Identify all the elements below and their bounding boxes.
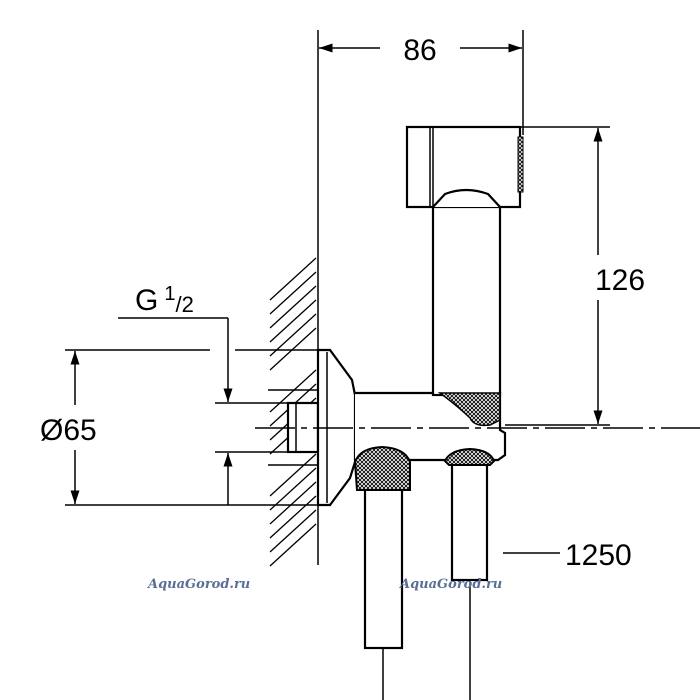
hatch-line — [269, 369, 317, 413]
hose-length-label: 1250 — [565, 539, 632, 572]
hatch-line — [269, 467, 317, 511]
dimension-height: 126 — [505, 126, 645, 426]
hatch-line — [269, 495, 317, 539]
watermark: AquaGorod.ru — [398, 577, 502, 592]
wall-hatching — [268, 30, 319, 567]
hatch-line — [269, 327, 317, 371]
hatch-line — [269, 257, 317, 301]
hand-shower — [405, 125, 524, 427]
hatch-line — [269, 271, 317, 315]
hatch-line — [269, 313, 317, 357]
hatch-line — [269, 481, 317, 525]
width-label: 86 — [403, 34, 436, 67]
hatch-line — [269, 509, 317, 553]
dimension-diameter: Ø65 — [40, 349, 318, 506]
diameter-label: Ø65 — [40, 414, 97, 447]
hatch-line — [269, 285, 317, 329]
watermark: AquaGorod.ru — [146, 577, 250, 592]
dimension-hose-length: 1250 — [503, 539, 632, 572]
hatch-line — [269, 453, 317, 497]
dimension-width: 86 — [319, 30, 524, 135]
height-label: 126 — [595, 264, 645, 297]
hatch-line — [269, 299, 317, 343]
hose-nut-left — [353, 445, 411, 650]
hose-nut-right — [382, 447, 496, 700]
hatch-line — [269, 523, 317, 567]
